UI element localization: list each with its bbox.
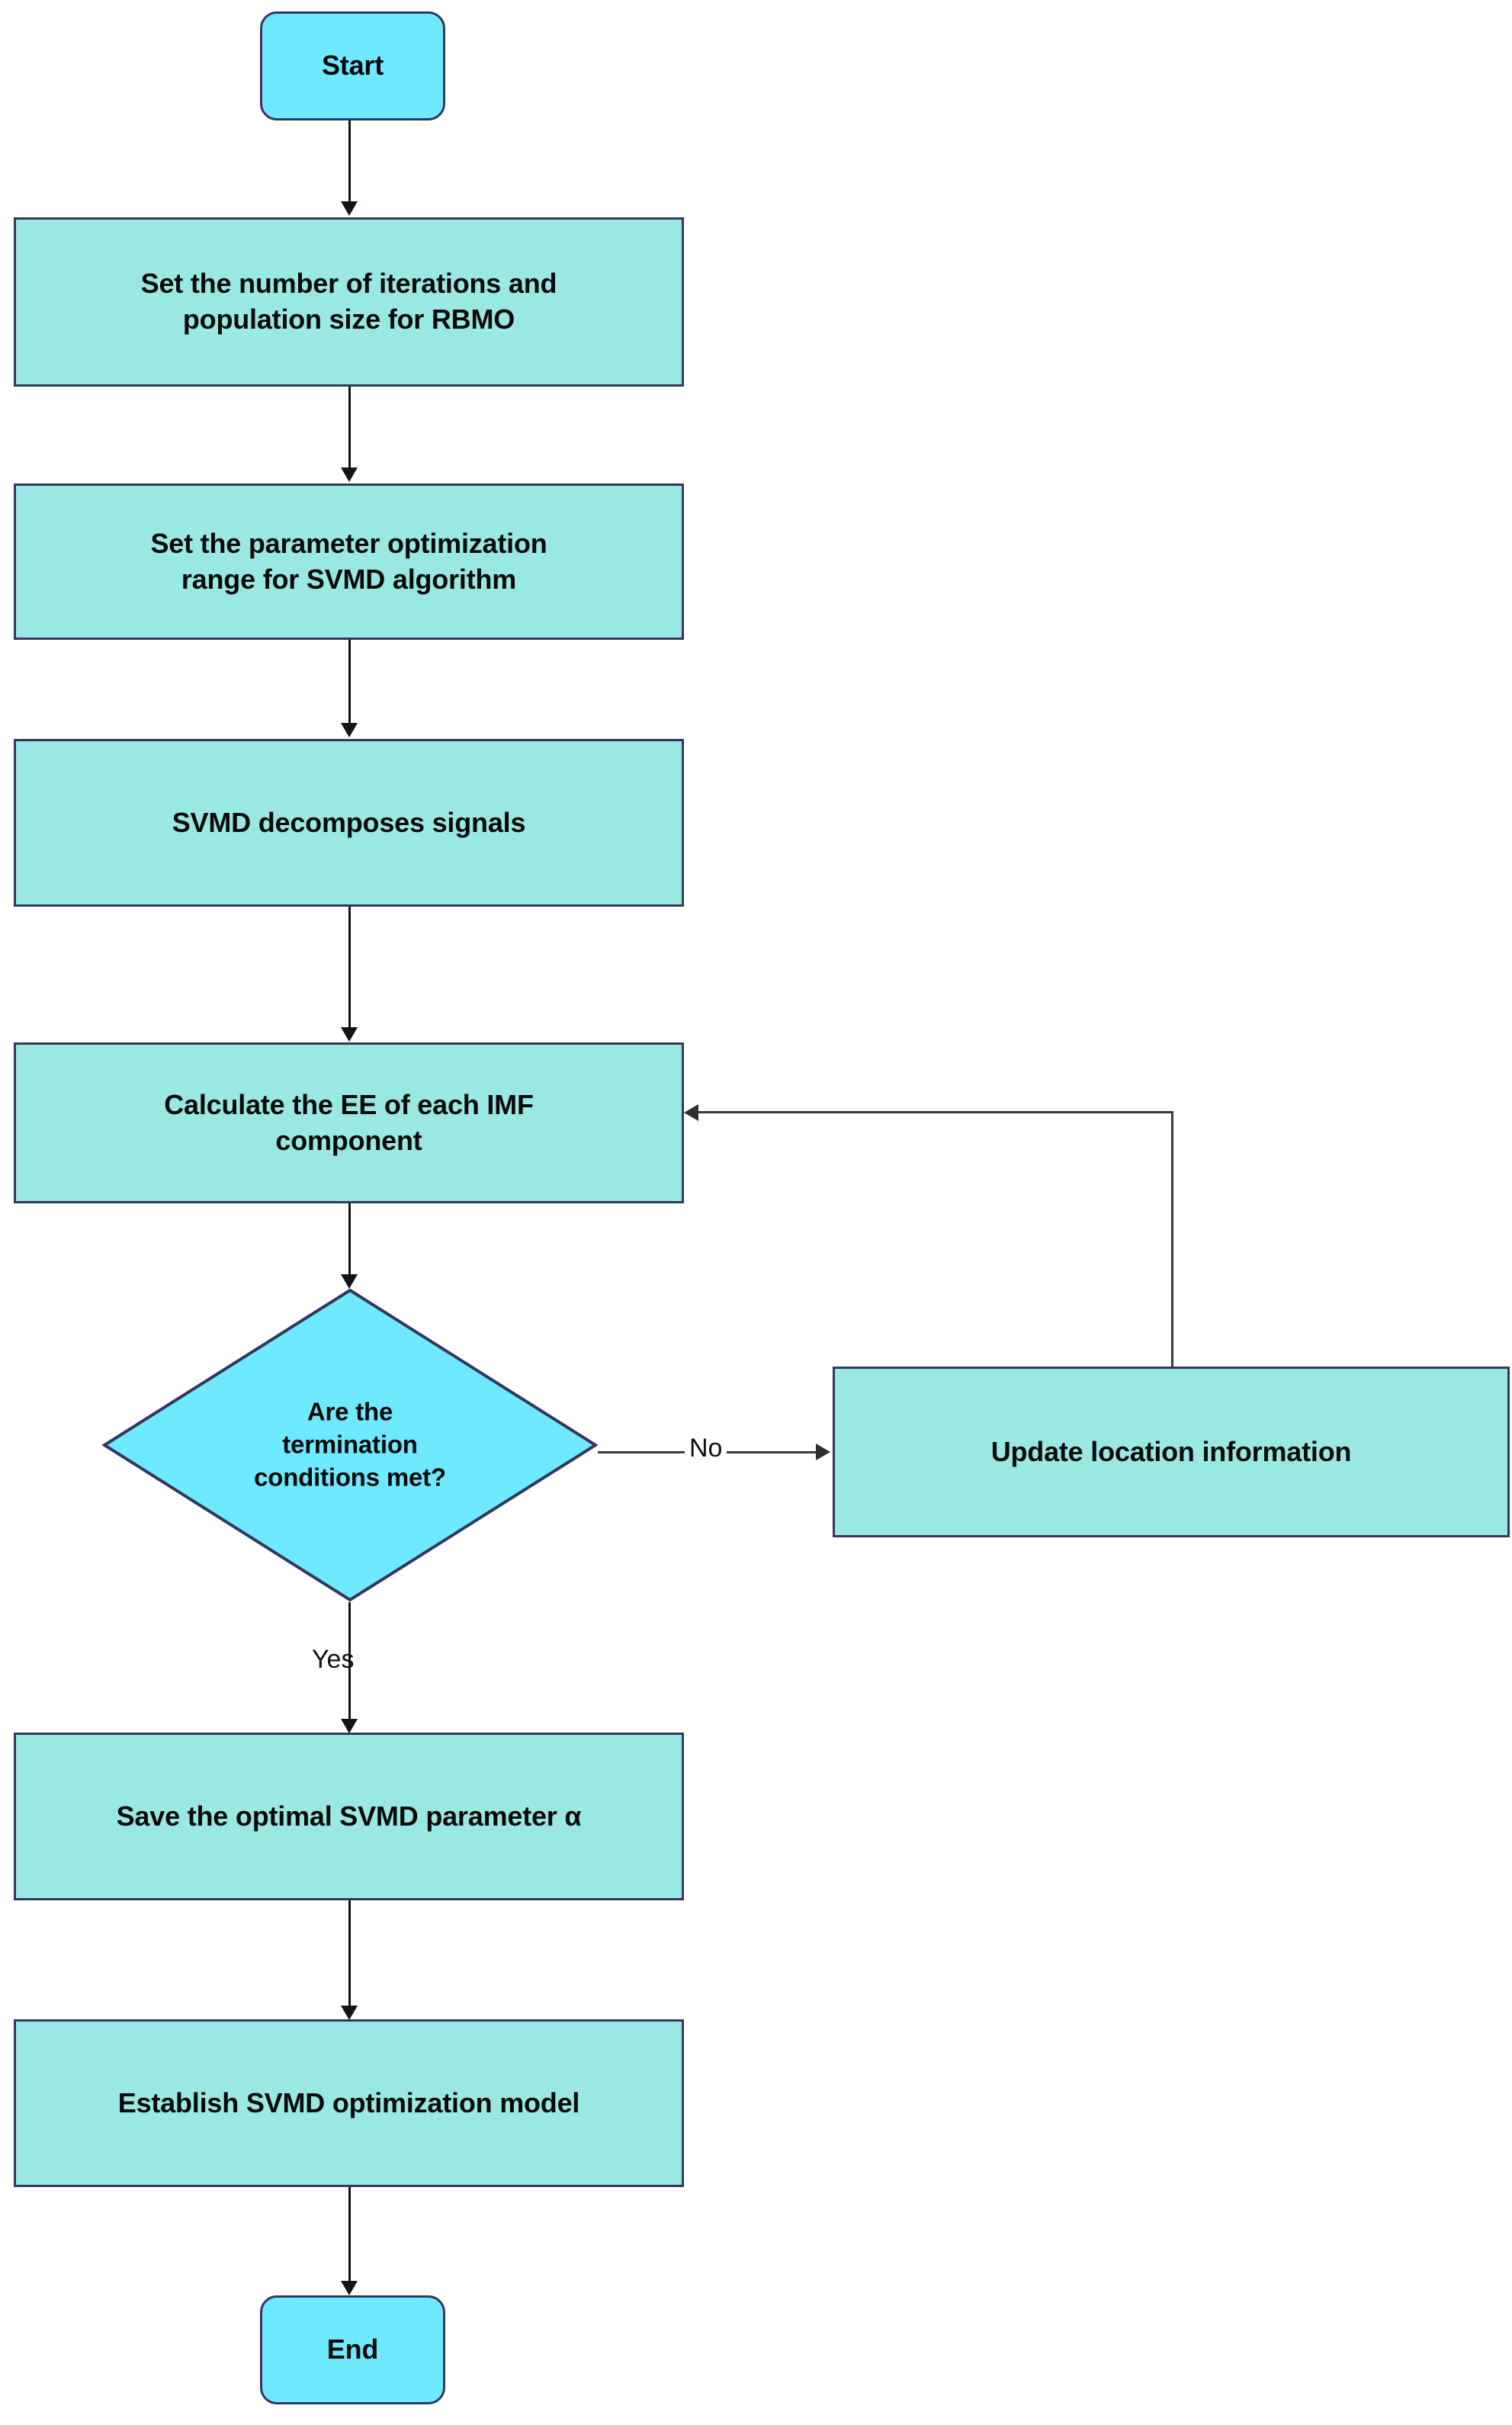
arrowhead-decision-to-save [341, 1719, 358, 1733]
connector-set-iter-to-set-range [348, 387, 351, 469]
node-set-range-label: Set the parameter optimization range for… [150, 527, 547, 595]
node-end-label: End [326, 2333, 379, 2366]
node-save-parameter[interactable]: Save the optimal SVMD parameter α [14, 1733, 684, 1900]
node-set-range[interactable]: Set the parameter optimization range for… [14, 483, 684, 640]
node-decision-termination[interactable]: Are the termination conditions met? [102, 1288, 598, 1602]
connector-decompose-to-calc-ee [348, 907, 351, 1029]
arrowhead-set-iter-to-set-range [341, 467, 358, 482]
connector-decision-to-save [348, 1602, 351, 1720]
arrowhead-update-feedback-to-calc-ee [684, 1104, 698, 1121]
node-end[interactable]: End [260, 2295, 445, 2404]
node-start-label: Start [321, 50, 384, 82]
node-set-iterations-label: Set the number of iterations and populat… [140, 268, 557, 335]
arrowhead-save-to-establish [341, 2006, 358, 2020]
arrowhead-decompose-to-calc-ee [341, 1027, 358, 1042]
arrowhead-establish-to-end [341, 2281, 358, 2295]
edge-label-yes: Yes [312, 1645, 355, 1674]
arrowhead-decision-to-update [816, 1444, 830, 1460]
node-decompose[interactable]: SVMD decomposes signals [14, 739, 684, 907]
node-set-iterations[interactable]: Set the number of iterations and populat… [14, 217, 684, 387]
diamond-shape-icon [102, 1288, 598, 1602]
connector-set-range-to-decompose [348, 640, 351, 724]
edge-label-no: No [685, 1434, 727, 1463]
arrowhead-start-to-set-iter [341, 201, 358, 216]
node-establish-model-label: Establish SVMD optimization model [117, 2086, 580, 2118]
arrowhead-calc-ee-to-decision [341, 1274, 358, 1289]
node-establish-model[interactable]: Establish SVMD optimization model [14, 2019, 684, 2187]
connector-calc-ee-to-decision [348, 1203, 351, 1276]
node-decision-label: Are the termination conditions met? [254, 1397, 446, 1492]
connector-update-feedback-vertical [1171, 1111, 1173, 1367]
connector-establish-to-end [348, 2187, 351, 2282]
node-start[interactable]: Start [260, 11, 445, 120]
node-update-location-label: Update location information [990, 1435, 1352, 1467]
connector-update-feedback-horizontal [698, 1111, 1173, 1113]
connector-save-to-establish [348, 1900, 351, 2007]
node-decompose-label: SVMD decomposes signals [172, 806, 526, 838]
arrowhead-set-range-to-decompose [341, 723, 358, 737]
node-update-location[interactable]: Update location information [833, 1367, 1510, 1537]
node-save-parameter-label: Save the optimal SVMD parameter α [116, 1800, 582, 1832]
connector-start-to-set-iter [348, 120, 351, 203]
node-calculate-ee-label: Calculate the EE of each IMF component [164, 1088, 534, 1156]
node-calculate-ee[interactable]: Calculate the EE of each IMF component [14, 1042, 684, 1203]
